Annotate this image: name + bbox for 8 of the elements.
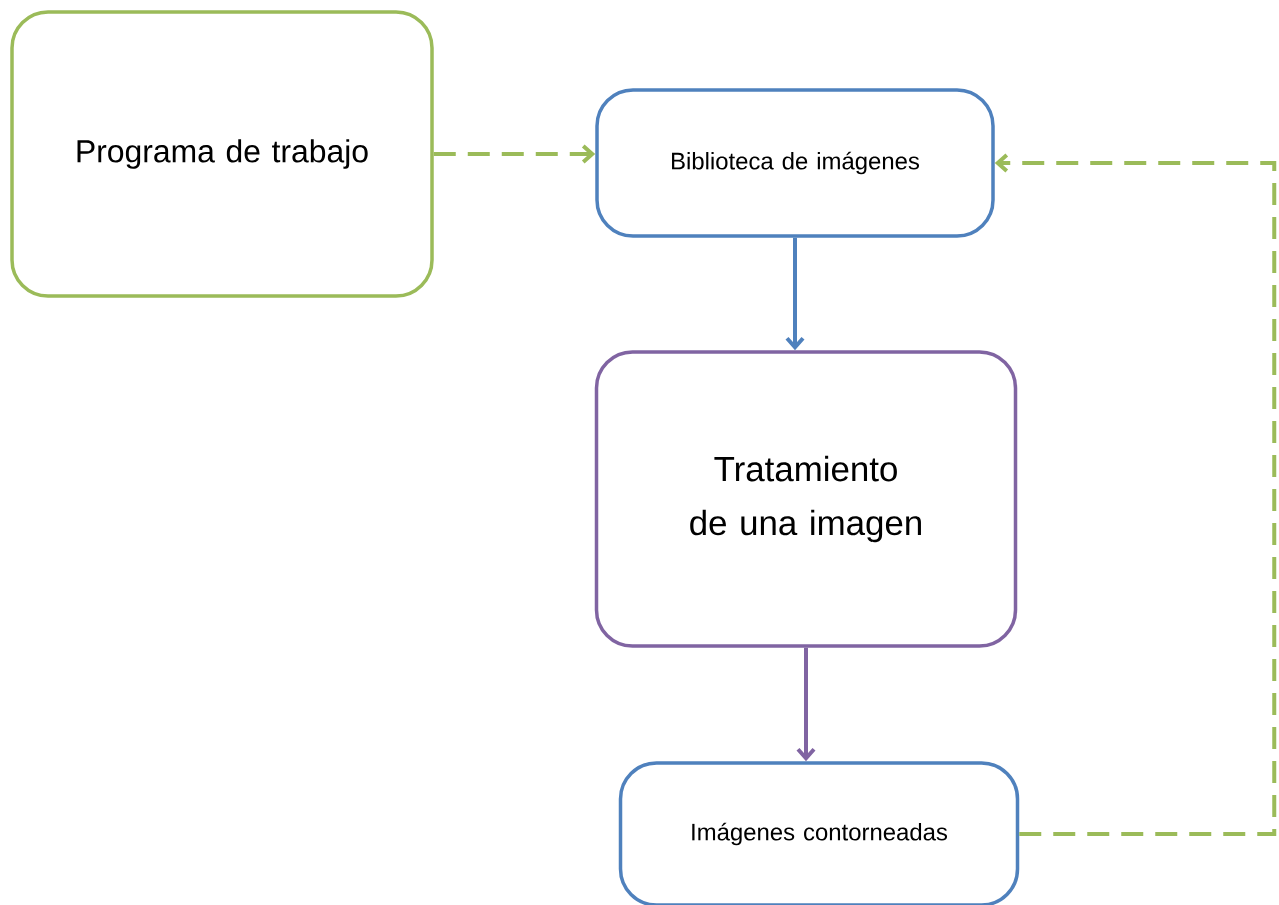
arrow xyxy=(796,647,816,762)
arrow xyxy=(785,237,805,351)
process-box: Tratamiento de una imagen xyxy=(594,350,1018,648)
arrow xyxy=(433,144,596,164)
process-box: Programa de trabajo xyxy=(10,10,434,298)
process-box: Imágenes contorneadas xyxy=(618,761,1020,905)
process-box: Biblioteca de imágenes xyxy=(595,88,995,238)
arrow xyxy=(994,153,1277,836)
